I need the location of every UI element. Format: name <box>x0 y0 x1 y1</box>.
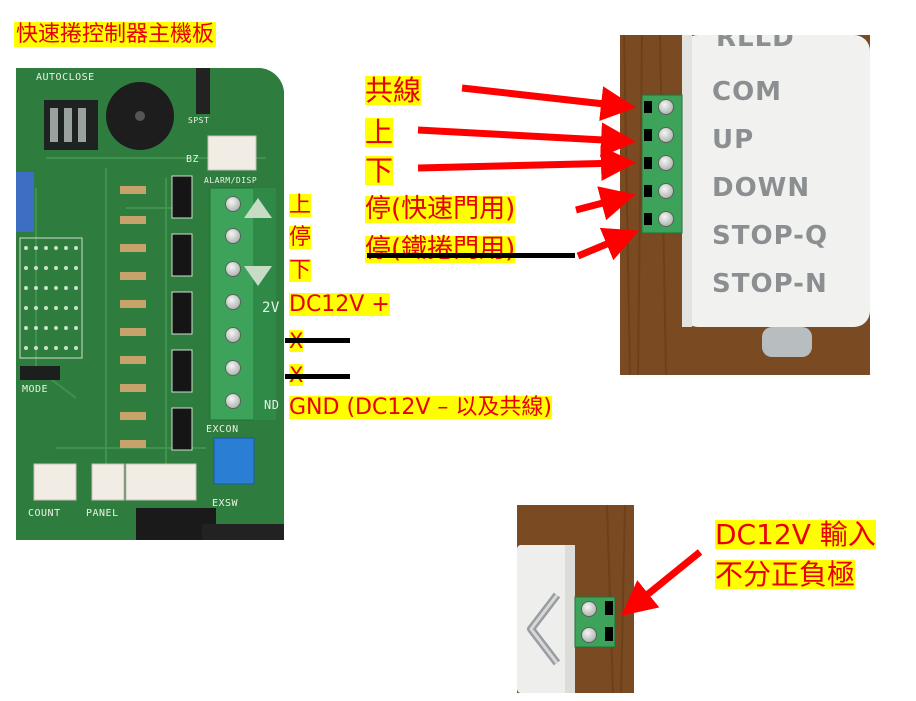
pcb-label-mode: MODE <box>22 384 49 395</box>
strike-line-x-1 <box>285 338 350 343</box>
box-terminal-down <box>658 155 674 171</box>
terminal-screw-2 <box>225 228 241 244</box>
components <box>120 186 146 448</box>
power-input-photo <box>517 505 634 693</box>
arrow-up <box>417 122 636 158</box>
wire-label-stop-fast: 停(快速門用) <box>365 194 516 224</box>
arrow-power <box>621 549 703 616</box>
pcb-label-exsw: EXSW <box>212 498 239 509</box>
box-label-stop-n: STOP-N <box>712 269 828 299</box>
box-terminal-stop-n <box>658 211 674 227</box>
wire-label-up: 上 <box>365 116 394 149</box>
arrow-stop-fast <box>575 186 636 221</box>
strike-line-stop-rolling <box>367 253 575 258</box>
power-label-line1: DC12V 輸入 <box>715 518 876 551</box>
terminal-screw-6 <box>225 360 241 376</box>
box-label-com: COM <box>712 77 783 107</box>
box-label-down: DOWN <box>712 173 811 203</box>
terminal-screw-7 <box>225 393 241 409</box>
terminal-screw-1 <box>225 196 241 212</box>
power-terminal-1 <box>581 601 597 617</box>
terminal-label-gnd: GND (DC12V – 以及共線) <box>289 395 552 420</box>
pcb-label-autoclose: AUTOCLOSE <box>36 72 95 83</box>
receiver-box-art <box>620 35 870 375</box>
power-terminal-2 <box>581 627 597 643</box>
wire-label-common: 共線 <box>365 74 422 107</box>
receiver-box-photo: RLLD COM UP DOWN STOP-Q STOP-N <box>620 35 870 375</box>
arrow-common <box>461 84 636 122</box>
pcb-label-volt: 2V <box>262 300 280 316</box>
pcb-label-count: COUNT <box>28 508 61 519</box>
box-label-top-partial: RLLD <box>716 35 795 53</box>
page-title: 快速捲控制器主機板 <box>14 22 217 48</box>
terminal-label-up: 上 <box>289 193 312 218</box>
arrow-down <box>417 146 636 182</box>
power-label-line2: 不分正負極 <box>715 558 856 591</box>
wire-label-stop-rolling: 停(鐵捲門用) <box>365 234 516 264</box>
wire-label-down: 下 <box>365 154 394 187</box>
terminal-screw-5 <box>225 327 241 343</box>
box-terminal-up <box>658 127 674 143</box>
pcb-label-spst: SPST <box>188 116 210 125</box>
controller-board-photo: AUTOCLOSE BZ SPST ALARM/DISP MODE EXCON … <box>16 68 284 540</box>
terminal-label-dc12v-plus: DC12V + <box>289 292 390 317</box>
terminal-screw-3 <box>225 261 241 277</box>
strike-line-x-2 <box>285 374 350 379</box>
pcb-label-nd: ND <box>264 398 280 412</box>
terminal-screw-4 <box>225 294 241 310</box>
pcb-dots <box>24 246 78 350</box>
box-label-up: UP <box>712 125 755 155</box>
terminal-label-down: 下 <box>289 258 312 283</box>
box-terminal-stop-q <box>658 183 674 199</box>
terminal-label-stop: 停 <box>289 225 312 250</box>
arrow-stop-rolling <box>576 227 639 261</box>
pcb-label-excon: EXCON <box>206 424 239 435</box>
pcb-label-alarm: ALARM/DISP <box>204 176 258 185</box>
box-terminal-com <box>658 99 674 115</box>
pcb-label-bz: BZ <box>186 154 200 165</box>
pcb-label-panel: PANEL <box>86 508 119 519</box>
box-label-stop-q: STOP-Q <box>712 221 829 251</box>
